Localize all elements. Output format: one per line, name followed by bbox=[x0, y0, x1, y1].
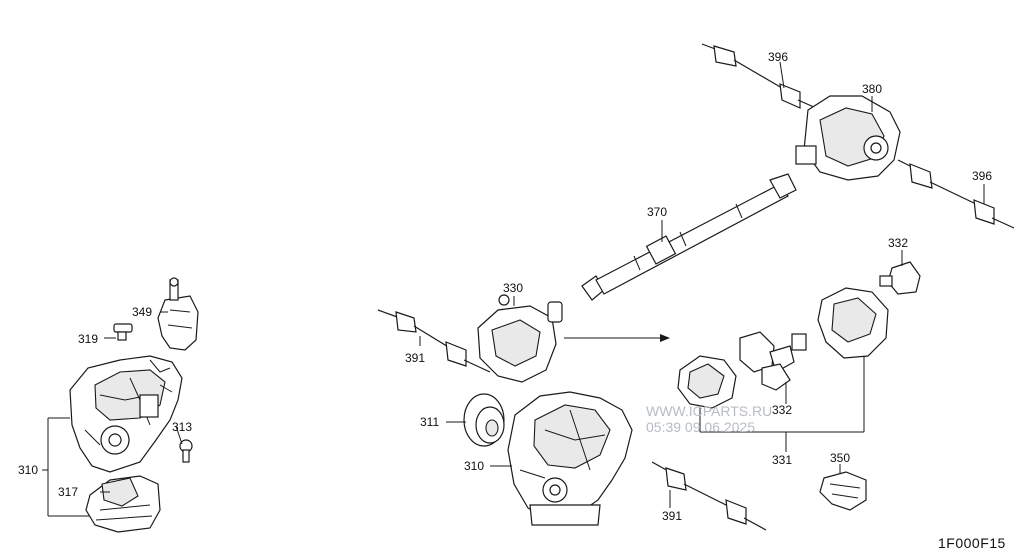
part-396-drive-shaft-upper[interactable] bbox=[701, 43, 817, 109]
direction-arrow bbox=[564, 334, 670, 342]
watermark-timestamp: 05:39 09.06.2025 bbox=[646, 419, 755, 435]
part-317-valve-body[interactable] bbox=[85, 475, 161, 533]
callout-349: 349 bbox=[132, 305, 152, 319]
callout-332-lower: 332 bbox=[772, 403, 792, 417]
callout-350: 350 bbox=[830, 451, 850, 465]
part-331-transfer-housing[interactable] bbox=[677, 287, 889, 409]
callout-391-lower: 391 bbox=[662, 509, 682, 523]
part-349-bracket[interactable] bbox=[157, 277, 199, 351]
callout-396-right: 396 bbox=[972, 169, 992, 183]
callout-311: 311 bbox=[420, 415, 439, 429]
part-332-cap-upper[interactable] bbox=[879, 261, 921, 295]
part-332-cap-lower[interactable] bbox=[761, 363, 791, 391]
callout-331: 331 bbox=[772, 453, 792, 467]
left-transmission-assembly[interactable] bbox=[69, 355, 183, 473]
part-313-bolt[interactable] bbox=[179, 439, 193, 463]
callout-332-upper: 332 bbox=[888, 236, 908, 250]
center-transmission-assembly[interactable] bbox=[507, 391, 633, 526]
callout-310-center: 310 bbox=[464, 459, 484, 473]
callout-319: 319 bbox=[78, 332, 98, 346]
callout-380: 380 bbox=[862, 82, 882, 96]
callout-317: 317 bbox=[58, 485, 78, 499]
callout-330: 330 bbox=[503, 281, 523, 295]
watermark-site: WWW.ICPARTS.RU bbox=[646, 403, 772, 419]
callout-396-upper: 396 bbox=[768, 50, 788, 64]
part-396-drive-shaft-right[interactable] bbox=[897, 159, 1015, 229]
part-311-torque-converter[interactable] bbox=[463, 393, 505, 447]
callout-391-left: 391 bbox=[405, 351, 425, 365]
part-391-drive-shaft-left[interactable] bbox=[377, 309, 491, 373]
part-380-rear-differential[interactable] bbox=[795, 95, 901, 181]
part-330-transfer-case[interactable] bbox=[477, 294, 563, 383]
callout-310-left: 310 bbox=[18, 463, 38, 477]
diagram-code: 1F000F15 bbox=[938, 535, 1006, 551]
part-370-propeller-shaft[interactable] bbox=[581, 173, 797, 301]
callout-370: 370 bbox=[647, 205, 667, 219]
part-319-sensor[interactable] bbox=[113, 323, 133, 341]
callout-313: 313 bbox=[172, 420, 192, 434]
leader-lines bbox=[42, 61, 985, 517]
part-391-drive-shaft-lower[interactable] bbox=[651, 461, 767, 531]
part-350-mount-bracket[interactable] bbox=[819, 471, 867, 511]
